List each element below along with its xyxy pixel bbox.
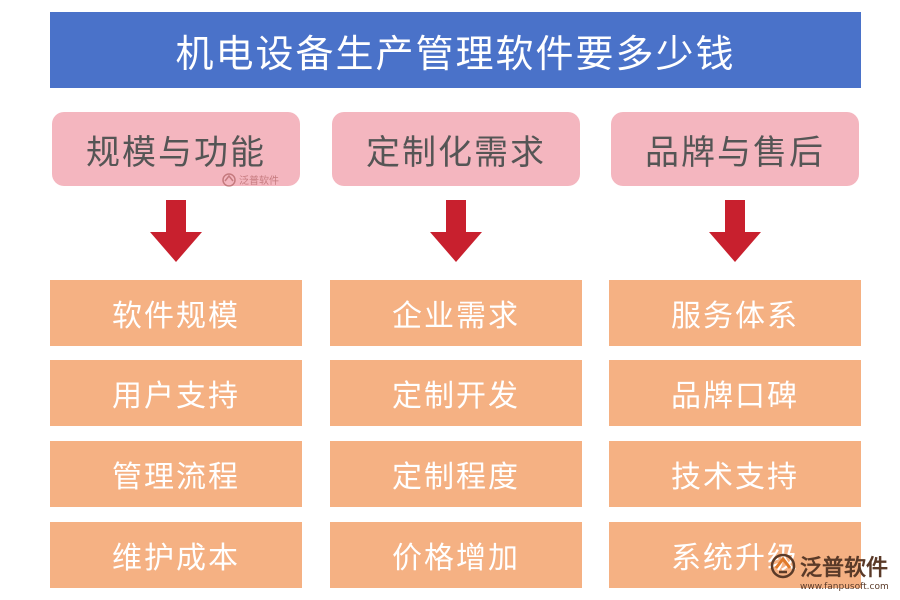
category-label: 品牌与售后 (645, 132, 825, 173)
category-box: 定制化需求 (332, 112, 580, 186)
item-box: 管理流程 (50, 441, 302, 507)
category-box: 品牌与售后 (611, 112, 859, 186)
item-box: 品牌口碑 (609, 360, 861, 426)
item-box: 用户支持 (50, 360, 302, 426)
item-label: 维护成本 (112, 541, 240, 576)
column-scale-function: 规模与功能 软件规模 用户支持 管理流程 维护成本 (50, 0, 302, 600)
item-box: 软件规模 (50, 280, 302, 346)
down-arrow-icon (709, 200, 761, 262)
item-box: 定制程度 (330, 441, 582, 507)
fanpu-logo-icon (222, 172, 236, 187)
fanpu-logo-icon (770, 553, 796, 579)
item-label: 企业需求 (392, 299, 520, 334)
title-banner: 机电设备生产管理软件要多少钱 (50, 12, 861, 88)
logo-url: www.fanpusoft.com (800, 582, 889, 592)
category-box: 规模与功能 (52, 112, 300, 186)
down-arrow-icon (430, 200, 482, 262)
item-box: 技术支持 (609, 441, 861, 507)
category-label: 规模与功能 (86, 132, 266, 173)
diagram-title: 机电设备生产管理软件要多少钱 (175, 31, 736, 76)
brand-logo: 泛普软件 www.fanpusoft.com (770, 550, 889, 592)
item-label: 服务体系 (671, 299, 799, 334)
column-customization: 定制化需求 企业需求 定制开发 定制程度 价格增加 (330, 0, 582, 600)
item-label: 用户支持 (112, 379, 240, 414)
item-label: 软件规模 (112, 299, 240, 334)
item-label: 定制开发 (392, 379, 520, 414)
column-brand-service: 品牌与售后 服务体系 品牌口碑 技术支持 系统升级 (609, 0, 861, 600)
logo-text: 泛普软件 (800, 556, 889, 581)
item-box: 维护成本 (50, 522, 302, 588)
down-arrow-icon (150, 200, 202, 262)
item-label: 技术支持 (671, 460, 799, 495)
category-label: 定制化需求 (366, 132, 546, 173)
item-label: 品牌口碑 (671, 379, 799, 414)
watermark-text: 泛普软件 (239, 176, 279, 187)
item-box: 价格增加 (330, 522, 582, 588)
item-box: 企业需求 (330, 280, 582, 346)
watermark-small: 泛普软件 (222, 172, 279, 187)
item-box: 服务体系 (609, 280, 861, 346)
item-label: 价格增加 (392, 541, 520, 576)
item-label: 定制程度 (392, 460, 520, 495)
item-box: 定制开发 (330, 360, 582, 426)
item-label: 管理流程 (112, 460, 240, 495)
